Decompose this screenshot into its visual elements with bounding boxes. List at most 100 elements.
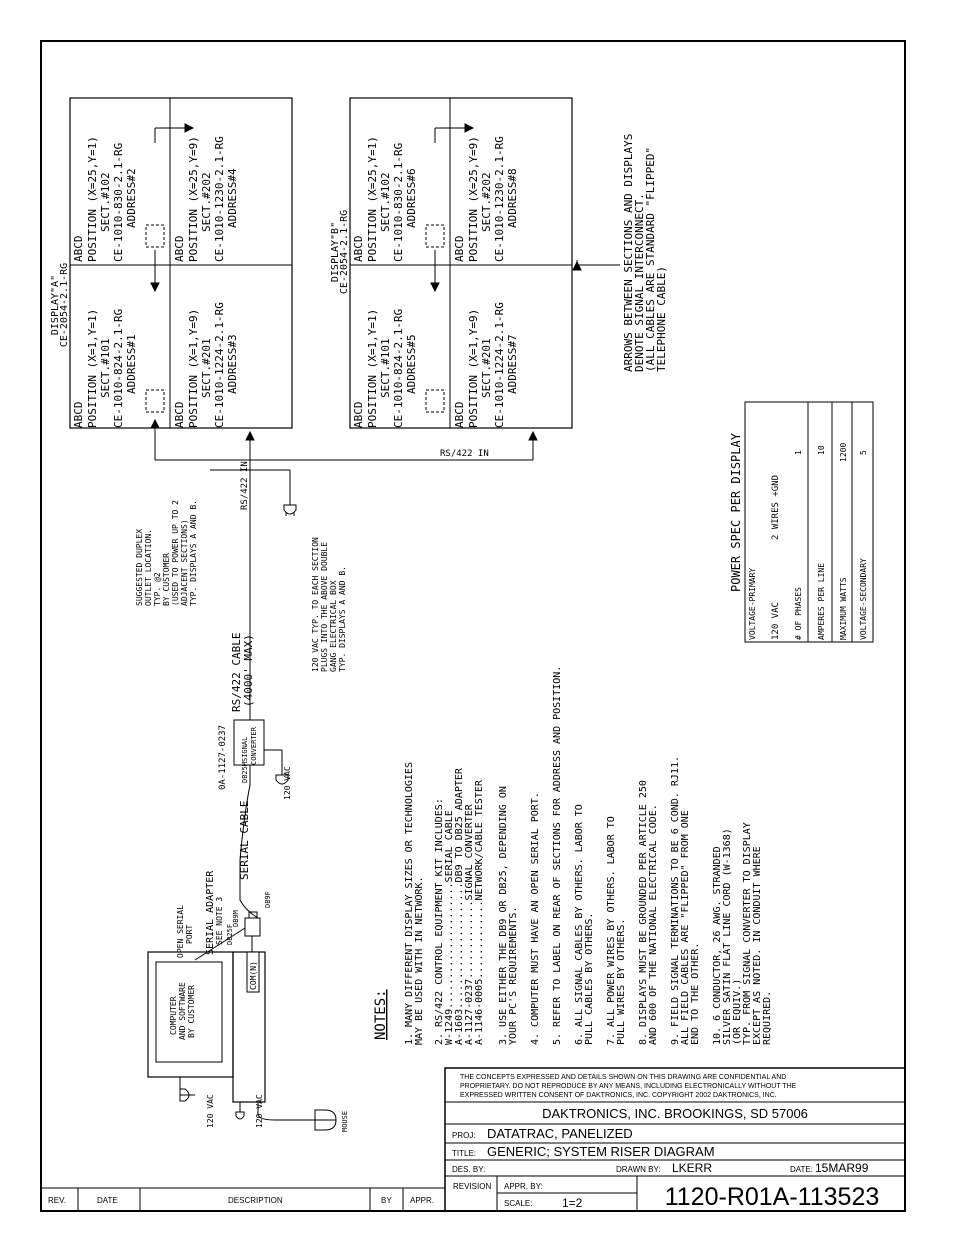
- section-a2-part: CE-1010-830-2.1-RG: [112, 143, 125, 262]
- power-spec-watts-value: 1200: [839, 443, 848, 462]
- section-a2-sect: SECT.#102: [99, 172, 112, 232]
- power-spec-amperes-value: 10: [817, 445, 826, 455]
- section-a2-position: POSITION (X=25,Y=1): [86, 136, 99, 262]
- power-spec-phases-value: 1: [794, 450, 803, 455]
- db25m-label: DB25M: [241, 762, 249, 783]
- des-by-label: DES. BY:: [452, 1165, 485, 1174]
- note-line: MAY BE USED WITH IN NETWORK.: [414, 876, 425, 1045]
- power-spec-secondary-label: VOLTAGE-SECONDARY: [859, 558, 868, 640]
- confidential-line-1: THE CONCEPTS EXPRESSED AND DETAILS SHOWN…: [460, 1074, 786, 1081]
- note-line: A-1146-0005.............NETWORK/CABLE TE…: [474, 779, 485, 1045]
- section-b4-position: POSITION (X=25,Y=9): [467, 136, 480, 262]
- section-b2-address: ADDRESS#6: [405, 168, 418, 228]
- note-line: ALL FIELD CABLES ARE "FLIPPED" FROM ONE: [680, 810, 691, 1045]
- serial-adapter-label: SERIAL ADAPTER: [205, 870, 216, 955]
- open-serial-label-2: PORT: [185, 925, 194, 944]
- duplex-note-line-2: OUTLET LOCATION.: [144, 529, 153, 606]
- power-spec-watts-label: MAXIMUM WATTS: [839, 577, 848, 640]
- connector-b2: [425, 224, 445, 248]
- section-b2-abcd: ABCD: [352, 236, 365, 263]
- section-b1-abcd: ABCD: [352, 402, 365, 429]
- note-line: 7. ALL POWER WIRES BY OTHERS. LABOR TO: [606, 816, 617, 1045]
- revision-label: REVISION: [453, 1182, 491, 1191]
- open-serial-leader: [194, 927, 246, 961]
- rs422-cable-max: (4000' MAX): [242, 634, 255, 707]
- notes-title: NOTES:: [373, 989, 389, 1040]
- power-spec-table: [744, 401, 874, 643]
- db25f-label: DB25F: [226, 924, 234, 945]
- revision-block: REV. DATE DESCRIPTION BY APPR.: [41, 1187, 445, 1211]
- proj-label: PROJ:: [452, 1131, 476, 1140]
- duplex-note-line-3: TYP. @2: [153, 572, 162, 606]
- note-line: W-1249.....................SERIAL CABLE: [444, 810, 455, 1045]
- display-a-title: DISPLAY"A": [50, 275, 61, 335]
- date-value: 15MAR99: [815, 1161, 869, 1175]
- section-a2-address: ADDRESS#2: [125, 168, 138, 228]
- section-b3-part: CE-1010-1224-2.1-RG: [493, 302, 506, 428]
- note-line: PULL WIRES BY OTHERS.: [616, 919, 627, 1045]
- section-a3-address: ADDRESS#3: [226, 334, 239, 394]
- section-b2-part: CE-1010-830-2.1-RG: [392, 143, 405, 262]
- arrow-a-mid: [150, 250, 160, 293]
- section-b4-part: CE-1010-1230-2.1-RG: [493, 136, 506, 262]
- section-b2-sect: SECT.#102: [379, 172, 392, 232]
- section-b4-abcd: ABCD: [453, 236, 466, 263]
- section-b3-sect: SECT.#201: [480, 338, 493, 398]
- signal-converter-part: 0A-1127-0237: [218, 725, 228, 790]
- rs422-in-a-label: RS/422 IN: [240, 461, 250, 510]
- display-b: DISPLAY"B" CE-2054-2.1-RG ABCD POSITION …: [330, 97, 582, 460]
- note-line: 5. REFER TO LABEL ON REAR OF SECTIONS FO…: [552, 666, 563, 1045]
- note-line: (OR EQUIV.): [732, 979, 743, 1045]
- title-label: TITLE:: [452, 1149, 476, 1158]
- note-line: END TO THE OTHER.: [690, 943, 701, 1045]
- power-spec-secondary-value: 5: [859, 450, 868, 455]
- section-a1-address: ADDRESS#1: [125, 334, 138, 394]
- arrow-b-in: [528, 430, 538, 460]
- duplex-note-line-6: ADJACENT SECTIONS): [180, 519, 189, 606]
- arrows-note-line-4: TELEPHONE CABLE): [655, 266, 668, 372]
- date-label: DATE:: [790, 1165, 813, 1174]
- display-a-model: CE-2054-2.1-RG: [59, 263, 70, 347]
- computer-label-2: AND SOFTWARE: [178, 982, 187, 1040]
- section-b2-position: POSITION (X=25,Y=1): [366, 136, 379, 262]
- section-a4-position: POSITION (X=25,Y=9): [187, 136, 200, 262]
- drawn-by-value: LKERR: [672, 1161, 712, 1175]
- com-port-box: [246, 951, 260, 993]
- section-a4-part: CE-1010-1230-2.1-RG: [213, 136, 226, 262]
- rs422-in-b-label: RS/422 IN: [440, 449, 489, 459]
- note-line: A-1603.....................DB9 TO DB25 A…: [454, 767, 465, 1045]
- signal-converter-box: [233, 719, 265, 766]
- display-a-frame: [69, 97, 293, 429]
- arrow-a-bottom: [150, 418, 160, 460]
- date-header: DATE: [97, 1196, 118, 1205]
- mouse-icon: [314, 1109, 337, 1131]
- serial-adapter-box: [244, 917, 261, 937]
- converter-plug-icon: [275, 774, 289, 785]
- section-b1-sect: SECT.#101: [379, 338, 392, 398]
- power-spec-voltage-value: 120 VAC: [771, 602, 781, 640]
- notes-list: 1. MANY DIFFERENT DISPLAY SIZES OR TECHN…: [404, 666, 773, 1045]
- note-line: AND 600 OF THE NATIONAL ELECTRICAL CODE.: [648, 804, 659, 1045]
- section-b3-abcd: ABCD: [453, 402, 466, 429]
- proj-value: DATATRAC, PANELIZED: [487, 1126, 633, 1141]
- mouse-cord: [257, 1102, 325, 1121]
- title-block: THE CONCEPTS EXPRESSED AND DETAILS SHOWN…: [444, 1067, 906, 1212]
- section-a1-abcd: ABCD: [72, 402, 85, 429]
- note-line: 4. COMPUTER MUST HAVE AN OPEN SERIAL POR…: [530, 792, 541, 1045]
- scale-label: SCALE:: [504, 1199, 532, 1208]
- db9f-label: DB9F: [264, 891, 272, 908]
- duplex-note-line-7: TYP. DISPLAYS A AND B.: [189, 500, 198, 606]
- serial-cable-label: SERIAL CABLE: [238, 801, 251, 880]
- note-line: EXCEPT AS NOTED. IN CONDUIT WHERE: [752, 846, 763, 1045]
- section-a4-address: ADDRESS#4: [226, 168, 239, 228]
- note-line: YOUR PC'S REQUIREMENTS.: [508, 907, 519, 1045]
- vac-note-line-4: TYP. DISPLAYS A AND B.: [338, 566, 347, 672]
- db9m-label: DB9M: [232, 910, 240, 927]
- serial-adapter-note: SEE NOTE 3: [215, 897, 224, 945]
- section-b1-position: POSITION (X=1,Y=1): [366, 309, 379, 428]
- section-a2-abcd: ABCD: [72, 236, 85, 263]
- section-b4-address: ADDRESS#8: [506, 168, 519, 228]
- mouse-label: MOUSE: [341, 1111, 349, 1132]
- power-spec-title: POWER SPEC PER DISPLAY: [729, 432, 743, 592]
